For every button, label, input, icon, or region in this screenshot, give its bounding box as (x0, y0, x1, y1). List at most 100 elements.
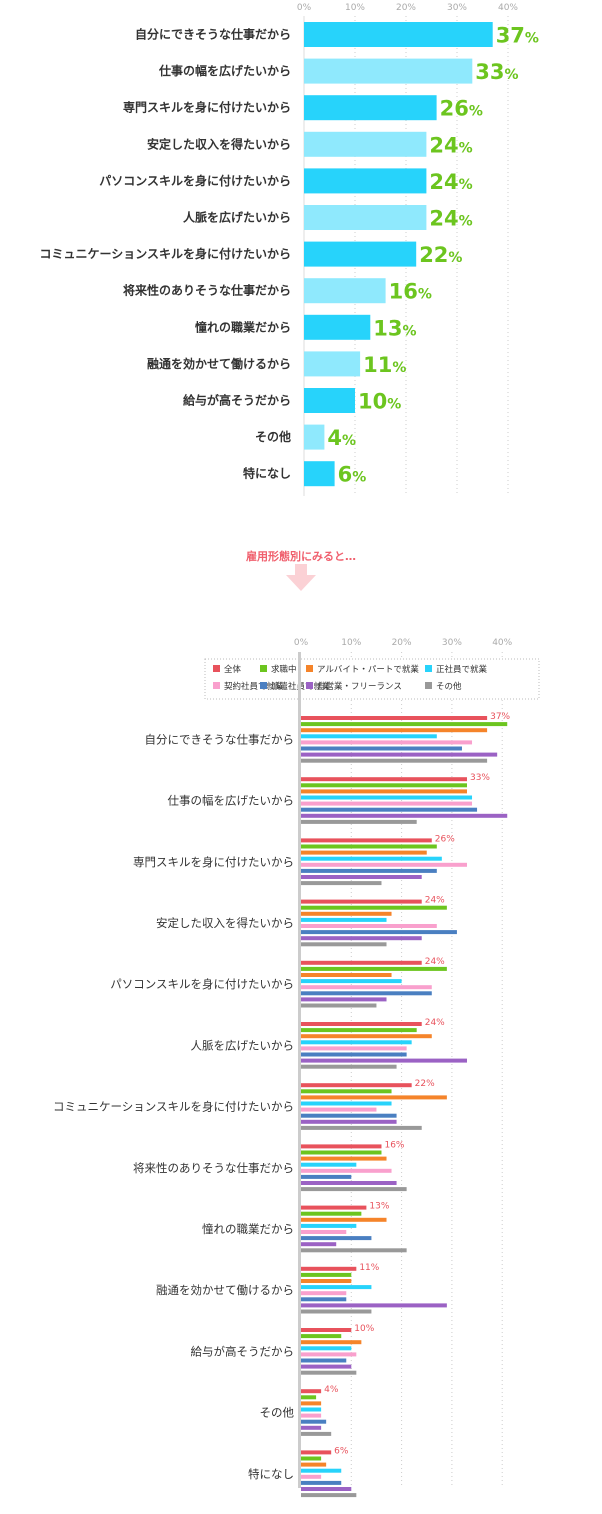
value-label: 37% (496, 24, 539, 48)
bar (301, 740, 473, 745)
value-label: 24% (425, 896, 445, 906)
bar (301, 979, 402, 984)
bar (301, 936, 422, 941)
category-label: 憧れの職業だから (202, 1222, 294, 1236)
bar (301, 1217, 387, 1222)
bar (301, 1480, 342, 1485)
legend-swatch (425, 682, 432, 689)
bar (301, 716, 488, 720)
legend-label: 全体 (224, 664, 242, 675)
bar (301, 1370, 357, 1375)
value-label: 24% (429, 207, 472, 231)
bar (301, 1113, 397, 1118)
bar (304, 388, 355, 413)
bar (304, 424, 325, 450)
bar (301, 973, 392, 977)
category-label: コミュニケーションスキルを身に付けたいから (39, 246, 291, 261)
value-label: 24% (429, 133, 472, 157)
bar (304, 278, 386, 304)
bar (301, 1223, 357, 1228)
bar (301, 1493, 357, 1498)
x-tick-label: 10% (341, 638, 361, 648)
bar (301, 1168, 392, 1173)
legend-swatch (306, 682, 313, 689)
value-label: 26% (440, 97, 483, 121)
bar (301, 1462, 327, 1467)
bar (304, 205, 427, 230)
bar (301, 1034, 432, 1039)
category-label: パソコンスキルを身に付けたいから (110, 977, 294, 991)
bar (301, 1040, 412, 1045)
bar (301, 1064, 397, 1069)
legend-label: 契約社員で就業 (224, 681, 284, 692)
value-label: 13% (369, 1202, 389, 1212)
category-label: 自分にできそうな仕事だから (145, 732, 295, 746)
value-label: 4% (327, 426, 356, 450)
bar (304, 461, 335, 487)
value-label: 6% (338, 463, 367, 487)
bar (301, 1456, 322, 1461)
category-label: 人脈を広げたいから (191, 1038, 295, 1052)
category-label: 自分にできそうな仕事だから (135, 27, 291, 42)
legend: 全体求職中アルバイト・パートで就業正社員で就業契約社員で就業派遣社員で就業自営業… (204, 658, 540, 700)
category-label: 融通を効かせて働けるから (147, 356, 291, 371)
bar (301, 1150, 382, 1155)
bar (301, 1340, 362, 1345)
bar (301, 795, 473, 800)
bar (304, 95, 437, 121)
bar (301, 1107, 377, 1112)
bar (301, 997, 387, 1002)
bar (301, 1236, 372, 1241)
category-label: その他 (260, 1406, 295, 1420)
category-label: 給与が高そうだから (183, 393, 291, 408)
bar (301, 1468, 342, 1473)
bar (301, 819, 417, 824)
bar (301, 1211, 362, 1216)
bar (301, 881, 382, 886)
x-tick-label: 30% (442, 638, 462, 648)
x-tick-label: 20% (396, 3, 416, 13)
bar (304, 241, 417, 267)
category-label: コミュニケーションスキルを身に付けたいから (53, 1100, 294, 1114)
bar (301, 1144, 382, 1149)
category-label: 融通を効かせて働けるから (156, 1283, 294, 1297)
bar (301, 875, 422, 879)
bar (304, 314, 371, 340)
bar (301, 1125, 422, 1130)
bar (301, 1297, 347, 1302)
value-label: 10% (358, 390, 401, 414)
value-label: 13% (373, 316, 416, 340)
bar (301, 899, 422, 904)
bar (301, 1101, 392, 1106)
legend-swatch (260, 682, 267, 689)
category-label: 将来性のありそうな仕事だから (123, 283, 291, 298)
category-label: 仕事の幅を広げたいから (168, 794, 295, 808)
value-label: 16% (384, 1140, 404, 1150)
category-label: 安定した収入を得たいから (147, 136, 291, 151)
category-label: その他 (255, 429, 291, 444)
bar (301, 1364, 352, 1369)
bar (301, 850, 427, 855)
bar (301, 1181, 397, 1185)
category-label: 安定した収入を得たいから (156, 916, 294, 930)
bar (301, 1425, 322, 1430)
x-tick-label: 10% (345, 3, 365, 13)
category-label: 特になし (248, 1467, 294, 1481)
legend-label: 求職中 (271, 664, 297, 675)
bar (301, 838, 432, 843)
legend-label: 派遣社員で就業 (271, 681, 331, 692)
bar (301, 844, 437, 849)
bar (301, 924, 437, 928)
category-label: 給与が高そうだから (191, 1344, 295, 1358)
legend-swatch (306, 665, 313, 672)
bar (301, 917, 387, 922)
bar (304, 58, 473, 84)
category-label: 人脈を広げたいから (183, 210, 291, 225)
x-tick-label: 40% (492, 638, 512, 648)
bar (301, 868, 437, 873)
x-tick-label: 20% (392, 638, 412, 648)
legend-swatch (260, 665, 267, 672)
bar (301, 813, 508, 818)
value-label: 6% (334, 1446, 349, 1456)
bar (301, 752, 498, 757)
